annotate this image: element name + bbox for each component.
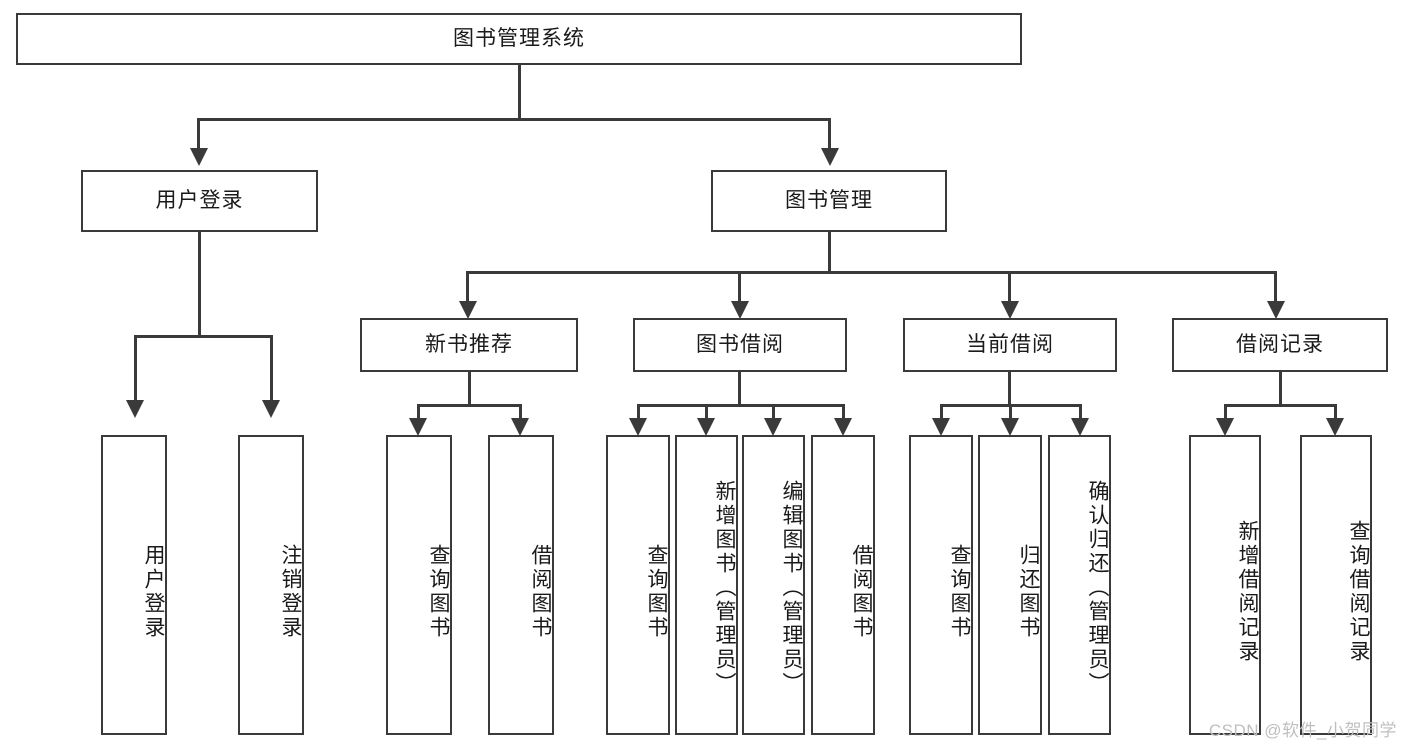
arrowhead-leaf-add-book [697,418,715,436]
edge-book-borrow-distributor [637,404,845,407]
node-label: 查询图书 [645,544,668,640]
arrowhead-leaf-query-record [1326,418,1344,436]
node-label: 借阅图书 [529,544,552,640]
leaf-user-login[interactable]: 用户登录 [101,435,167,735]
leaf-add-borrow-record[interactable]: 新增借阅记录 [1189,435,1261,735]
arrowhead-book-borrow [731,301,749,319]
edge-root-distributor [197,118,831,121]
leaf-borrow-book-recommend[interactable]: 借阅图书 [488,435,554,735]
edge-book-mgmt-drop-2 [738,271,741,304]
node-label: 查询图书 [427,544,450,640]
edge-user-login-drop-1 [134,335,137,402]
edge-new-book-distributor [417,404,522,407]
leaf-query-book-current[interactable]: 查询图书 [909,435,973,735]
node-label: 注销登录 [279,544,302,640]
node-label: 用户登录 [142,544,165,640]
node-label: 图书管理系统 [453,27,585,51]
arrowhead-borrow-record [1267,301,1285,319]
arrowhead-leaf-borrow-book-1 [511,418,529,436]
node-label: 新增借阅记录 [1236,520,1259,664]
node-label: 查询借阅记录 [1347,520,1370,664]
edge-borrow-record-distributor [1224,404,1337,407]
leaf-edit-book-admin[interactable]: 编辑图书（管理员） [742,435,805,735]
edge-book-mgmt-drop-3 [1008,271,1011,304]
leaf-return-book[interactable]: 归还图书 [978,435,1042,735]
arrowhead-leaf-query-book-2 [629,418,647,436]
edge-root-to-book-mgmt [828,118,831,151]
arrowhead-leaf-edit-book [764,418,782,436]
node-label: 确认归还（管理员） [1086,480,1109,696]
node-label: 新增图书（管理员） [713,480,736,696]
edge-root-stem [518,65,521,120]
edge-book-mgmt-stem [828,232,831,274]
arrowhead-leaf-return-book [1001,418,1019,436]
watermark-text: CSDN @软件_小贺同学 [1208,721,1397,740]
node-label: 新书推荐 [425,333,513,357]
arrowhead-leaf-query-book-3 [932,418,950,436]
node-label: 借阅记录 [1236,333,1324,357]
edge-current-borrow-stem [1008,372,1011,406]
leaf-query-borrow-record[interactable]: 查询借阅记录 [1300,435,1372,735]
arrowhead-leaf-confirm-return [1071,418,1089,436]
edge-current-borrow-drop-3 [1079,404,1082,422]
node-label: 编辑图书（管理员） [780,480,803,696]
edge-current-borrow-drop-2 [1009,404,1012,422]
edge-book-mgmt-drop-4 [1274,271,1277,304]
node-book-borrow[interactable]: 图书借阅 [633,318,847,372]
leaf-borrow-book-borrow[interactable]: 借阅图书 [811,435,875,735]
node-label: 归还图书 [1017,544,1040,640]
edge-new-book-drop-2 [519,404,522,422]
arrowhead-user-login [190,148,208,166]
edge-book-mgmt-distributor [466,271,1277,274]
arrowhead-book-mgmt [821,148,839,166]
edge-new-book-drop-1 [417,404,420,422]
edge-book-borrow-drop-3 [772,404,775,422]
node-label: 图书借阅 [696,333,784,357]
edge-current-borrow-drop-1 [940,404,943,422]
arrowhead-leaf-logout [262,400,280,418]
arrowhead-current-borrow [1001,301,1019,319]
edge-new-book-stem [468,372,471,406]
node-label: 用户登录 [155,189,244,213]
edge-book-borrow-drop-2 [705,404,708,422]
edge-book-mgmt-drop-1 [466,271,469,304]
node-new-book-recommend[interactable]: 新书推荐 [360,318,578,372]
edge-borrow-record-drop-2 [1334,404,1337,422]
node-label: 借阅图书 [850,544,873,640]
arrowhead-leaf-add-record [1216,418,1234,436]
node-book-management[interactable]: 图书管理 [711,170,947,232]
edge-borrow-record-drop-1 [1224,404,1227,422]
leaf-query-book-borrow[interactable]: 查询图书 [606,435,670,735]
arrowhead-leaf-borrow-book-2 [834,418,852,436]
arrowhead-leaf-user-login [126,400,144,418]
edge-borrow-record-stem [1279,372,1282,406]
node-label: 当前借阅 [966,333,1054,357]
edge-user-login-drop-2 [270,335,273,402]
node-user-login[interactable]: 用户登录 [81,170,318,232]
node-current-borrow[interactable]: 当前借阅 [903,318,1117,372]
node-root-system[interactable]: 图书管理系统 [16,13,1022,65]
node-borrow-record[interactable]: 借阅记录 [1172,318,1388,372]
node-label: 图书管理 [785,189,873,213]
leaf-query-book-recommend[interactable]: 查询图书 [386,435,452,735]
edge-book-borrow-drop-1 [637,404,640,422]
arrowhead-leaf-query-book-1 [409,418,427,436]
edge-book-borrow-drop-4 [842,404,845,422]
leaf-confirm-return-admin[interactable]: 确认归还（管理员） [1048,435,1111,735]
edge-user-login-distributor [134,335,272,338]
edge-book-borrow-stem [738,372,741,406]
edge-user-login-stem [198,232,201,338]
node-label: 查询图书 [948,544,971,640]
arrowhead-new-book-recommend [459,301,477,319]
leaf-logout[interactable]: 注销登录 [238,435,304,735]
leaf-add-book-admin[interactable]: 新增图书（管理员） [675,435,738,735]
edge-root-to-user-login [197,118,200,151]
